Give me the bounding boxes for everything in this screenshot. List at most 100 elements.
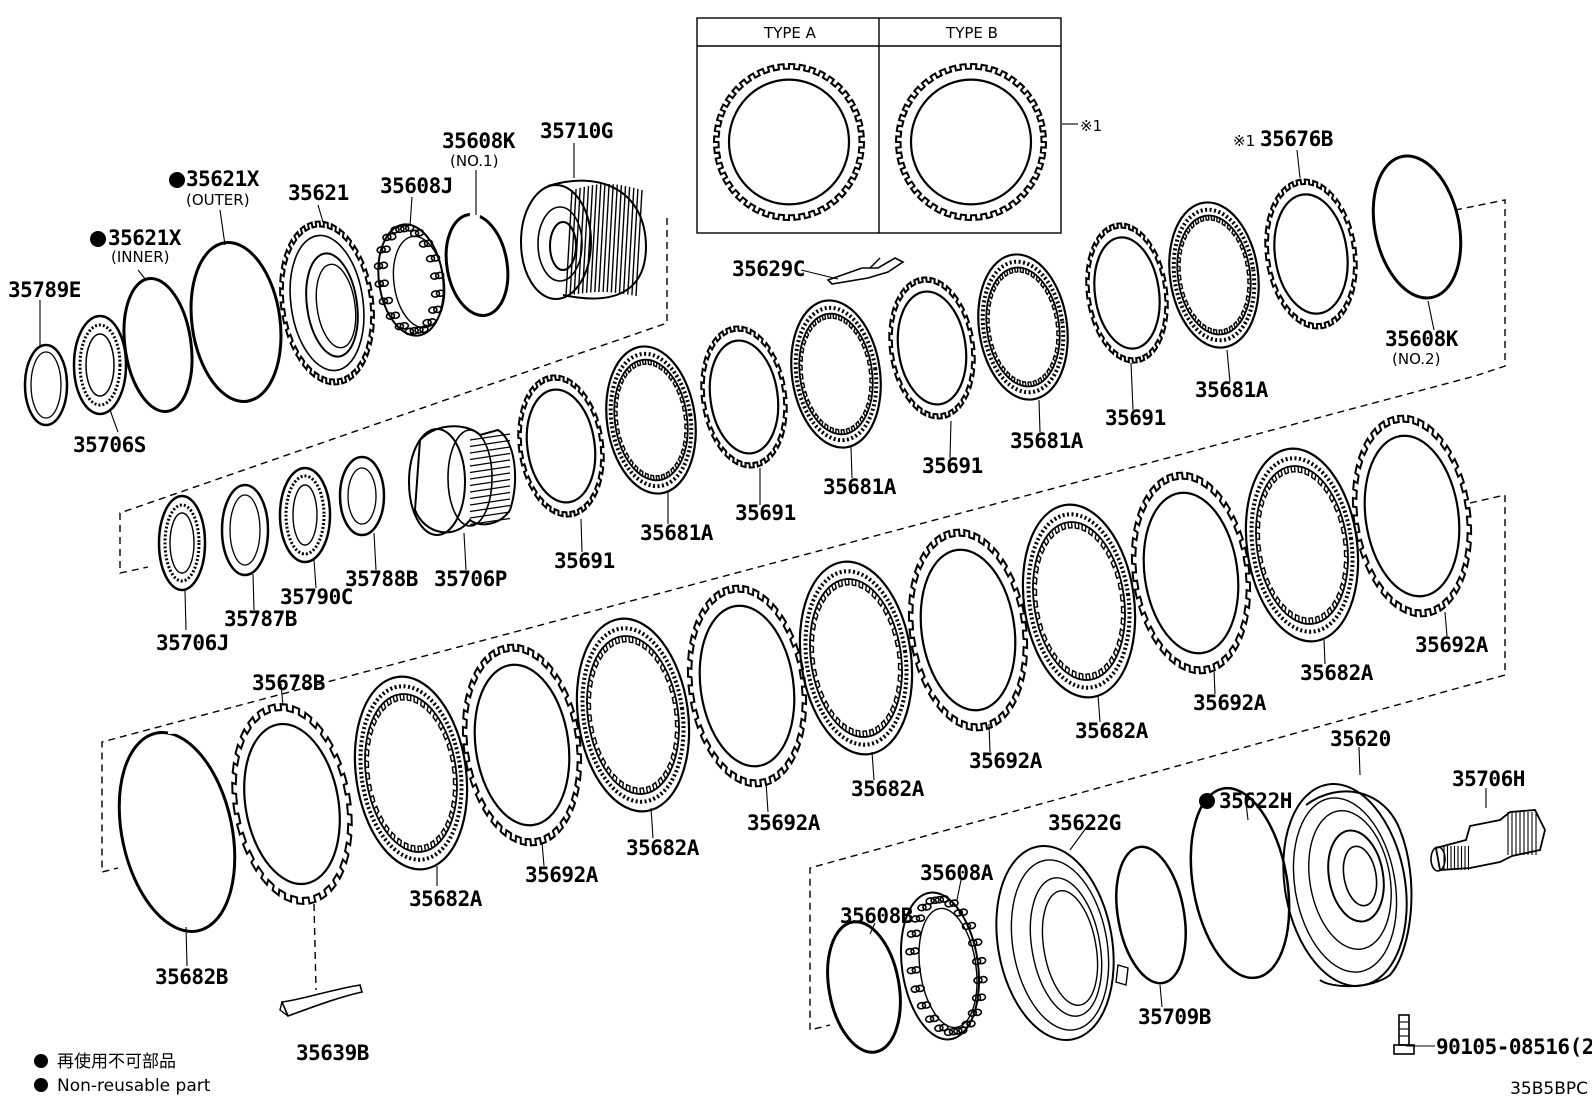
label-90105-08516: 90105-08516(2) [1436,1035,1592,1059]
label-35691-b: 35691 [735,501,796,525]
part-35608B [826,920,902,1054]
label-35706H: 35706H [1452,767,1525,791]
part-35676B [1264,178,1358,330]
part-35788B [338,455,386,537]
part-35621 [279,220,375,386]
label-35692A-4: 35692A [1193,691,1267,715]
part-35710G [520,179,648,300]
label-35621X-inner-sub: (INNER) [111,248,169,266]
label-35790C: 35790C [280,585,353,609]
label-35681A-a: 35681A [640,521,714,545]
part-35692A-2 [686,584,808,788]
label-35608K-no2: 35608K [1385,327,1459,351]
legend-dot-en [34,1078,48,1092]
part-35608K-no1 [444,211,510,317]
label-35608A: 35608A [920,861,994,885]
part-35692A-3 [907,528,1029,732]
part-35706J [157,494,207,592]
label-35622H: 35622H [1219,789,1292,813]
part-35622G [995,844,1129,1042]
label-35608K-no2-sub: (NO.2) [1392,350,1440,368]
part-35682A-3 [798,560,914,756]
figure-code: 35B5BPC [1510,1079,1588,1099]
label-35682A-3: 35682A [851,777,925,801]
label-35706P: 35706P [434,567,507,591]
label-35681A-b: 35681A [823,475,897,499]
label-35691-c: 35691 [922,454,983,478]
part-35691-b [700,325,788,469]
part-35681A-c [977,253,1069,401]
part-labels: 35789E 35706S 35621X (INNER) 35621X (OUT… [8,119,1592,1065]
label-35709B: 35709B [1138,1005,1211,1029]
label-35682A-1: 35682A [409,887,483,911]
part-35691-d [1085,222,1169,364]
type-note-marker: ※1 [1080,117,1102,135]
part-35787B [220,483,270,577]
label-35608B: 35608B [840,904,913,928]
nonreusable-dot-35622H [1199,793,1215,809]
part-35682A-2 [575,617,691,813]
label-35692A-2: 35692A [747,811,821,835]
part-35682A-5 [1244,447,1360,643]
label-35621X-inner: 35621X [108,226,182,250]
part-90105-bolt [1393,1014,1415,1055]
label-35621: 35621 [288,181,349,205]
legend: 再使用不可部品 Non-reusable part [34,1051,211,1096]
label-35692A-3: 35692A [969,749,1043,773]
label-35682A-4: 35682A [1075,719,1149,743]
label-35682B: 35682B [155,965,228,989]
type-b-plate [894,62,1048,222]
guide-row3 [809,494,1506,1031]
part-35608K-no2 [1371,147,1463,300]
label-35691-d: 35691 [1105,406,1166,430]
type-box: TYPE A TYPE B ※1 [696,17,1102,234]
label-35621X-outer-sub: (OUTER) [186,191,250,209]
part-35681A-d [1168,201,1260,349]
label-35681A-c: 35681A [1010,429,1084,453]
label-35678B: 35678B [252,671,325,695]
part-35692A-1 [461,643,583,847]
part-35681A-a [605,345,697,495]
label-35608K-no1: 35608K [442,129,516,153]
part-35790C [278,466,332,564]
part-35691-c [888,276,976,420]
part-35608A [899,891,988,1041]
label-35629C: 35629C [732,257,805,281]
part-35706S [72,314,128,416]
part-35682A-4 [1021,503,1137,699]
part-35681A-b [790,299,882,449]
label-35691-a: 35691 [554,549,615,573]
label-35692A-5: 35692A [1415,633,1489,657]
label-35787B: 35787B [224,607,297,631]
leader-35639B [313,903,317,991]
type-a-label: TYPE A [763,24,817,42]
legend-dot-jp [34,1054,48,1068]
part-35622H [1189,786,1291,980]
part-35639B [279,984,364,1018]
label-35639B: 35639B [296,1041,369,1065]
part-35682A-1 [353,675,469,871]
part-35789E [23,343,69,427]
part-35621X-inner [122,276,194,414]
label-35710G: 35710G [540,119,613,143]
label-35681A-d: 35681A [1195,378,1269,402]
label-35706J: 35706J [156,631,229,655]
label-35789E: 35789E [8,278,81,302]
label-35692A-1: 35692A [525,863,599,887]
part-35682B [117,725,237,933]
label-35682A-5: 35682A [1300,661,1374,685]
label-35622G: 35622G [1048,811,1121,835]
guide-row2 [101,199,1506,873]
part-35678B [231,702,353,906]
part-35621X-outer [189,241,283,403]
part-35692A-5 [1351,414,1473,618]
part-35692A-4 [1130,471,1252,675]
part-35691-a [517,374,605,518]
label-35682A-2: 35682A [626,836,700,860]
label-35621X-outer: 35621X [186,167,260,191]
leader-lines [39,143,1487,1047]
label-35620: 35620 [1330,727,1391,751]
type-a-plate [712,62,866,222]
part-35709B [1115,845,1187,985]
